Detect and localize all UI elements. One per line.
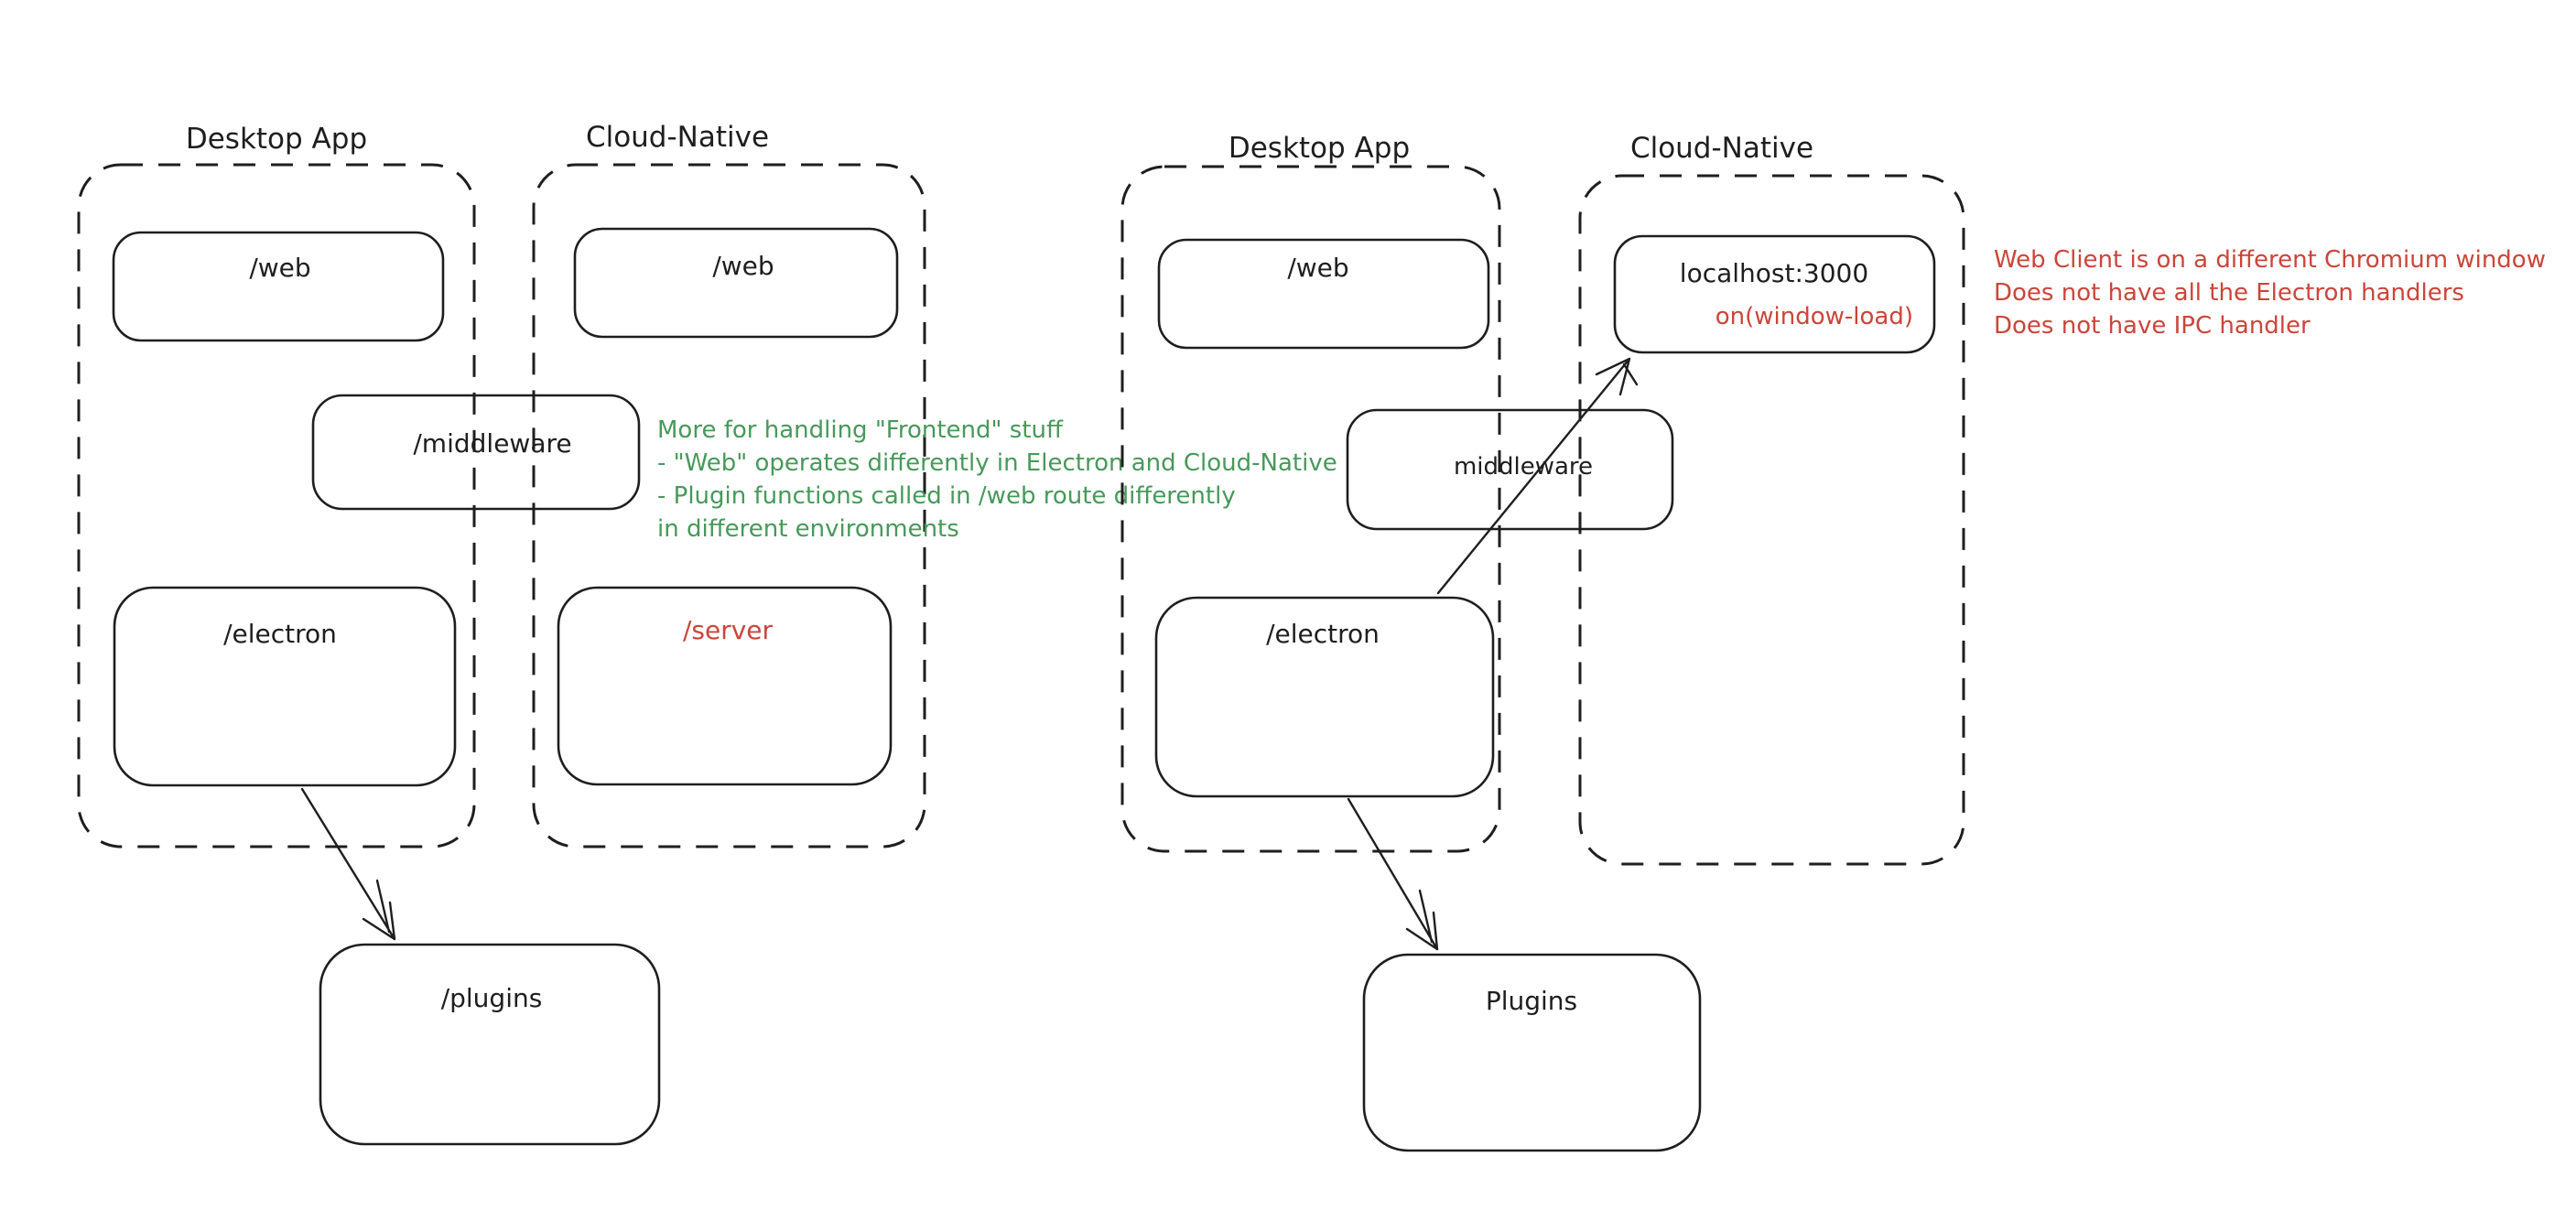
left-electron-to-plugins-arrow xyxy=(300,787,396,941)
left-desktop-web-label: /web xyxy=(249,253,310,283)
right-desktop-group-outline xyxy=(1120,165,1501,853)
green-note-line-4: in different environments xyxy=(657,515,959,543)
right-desktop-group-title: Desktop App xyxy=(1228,132,1410,165)
left-cloud-group-title: Cloud-Native xyxy=(586,121,769,154)
red-note-line-2: Does not have all the Electron handlers xyxy=(1994,279,2464,307)
left-cloud-web-box xyxy=(573,227,899,339)
localhost-box xyxy=(1613,234,1936,354)
localhost-label: localhost:3000 xyxy=(1680,258,1868,288)
right-electron-box xyxy=(1154,596,1495,798)
left-electron-box xyxy=(113,586,457,787)
left-middleware-label: /middleware xyxy=(413,428,571,459)
green-note-line-1: More for handling "Frontend" stuff xyxy=(657,416,1064,444)
right-plugins-label: Plugins xyxy=(1486,986,1577,1016)
left-electron-label: /electron xyxy=(223,619,337,649)
left-middleware-box xyxy=(311,394,641,511)
right-middleware-label: middleware xyxy=(1454,453,1593,481)
left-plugins-box xyxy=(319,943,661,1146)
red-note: Web Client is on a different Chromium wi… xyxy=(1994,246,2546,340)
left-cloud-web-label: /web xyxy=(712,251,774,281)
left-plugins-label: /plugins xyxy=(441,983,543,1013)
window-load-label: on(window-load) xyxy=(1716,303,1913,330)
green-note-line-2: - "Web" operates differently in Electron… xyxy=(657,449,1337,477)
left-cloud-group-outline xyxy=(532,163,926,848)
red-note-line-1: Web Client is on a different Chromium wi… xyxy=(1994,246,2546,274)
right-middleware-box xyxy=(1346,408,1674,531)
green-note-line-3: - Plugin functions called in /web route … xyxy=(657,482,1236,510)
left-server-box xyxy=(557,586,893,786)
left-desktop-group-title: Desktop App xyxy=(186,123,367,156)
right-electron-to-plugins-arrow xyxy=(1347,797,1439,951)
right-desktop-web-label: /web xyxy=(1287,253,1348,283)
right-electron-label: /electron xyxy=(1266,619,1380,649)
left-desktop-group-outline xyxy=(77,163,476,848)
right-cloud-group-outline xyxy=(1578,174,1965,866)
right-desktop-web-box xyxy=(1157,238,1490,350)
right-plugins-box xyxy=(1362,953,1702,1152)
right-electron-to-localhost-arrow xyxy=(1436,357,1639,595)
right-cloud-group-title: Cloud-Native xyxy=(1630,132,1813,165)
green-note: More for handling "Frontend" stuff - "We… xyxy=(657,416,1337,543)
red-note-line-3: Does not have IPC handler xyxy=(1994,312,2311,340)
left-server-label: /server xyxy=(683,615,774,645)
left-desktop-web-box xyxy=(112,231,445,342)
